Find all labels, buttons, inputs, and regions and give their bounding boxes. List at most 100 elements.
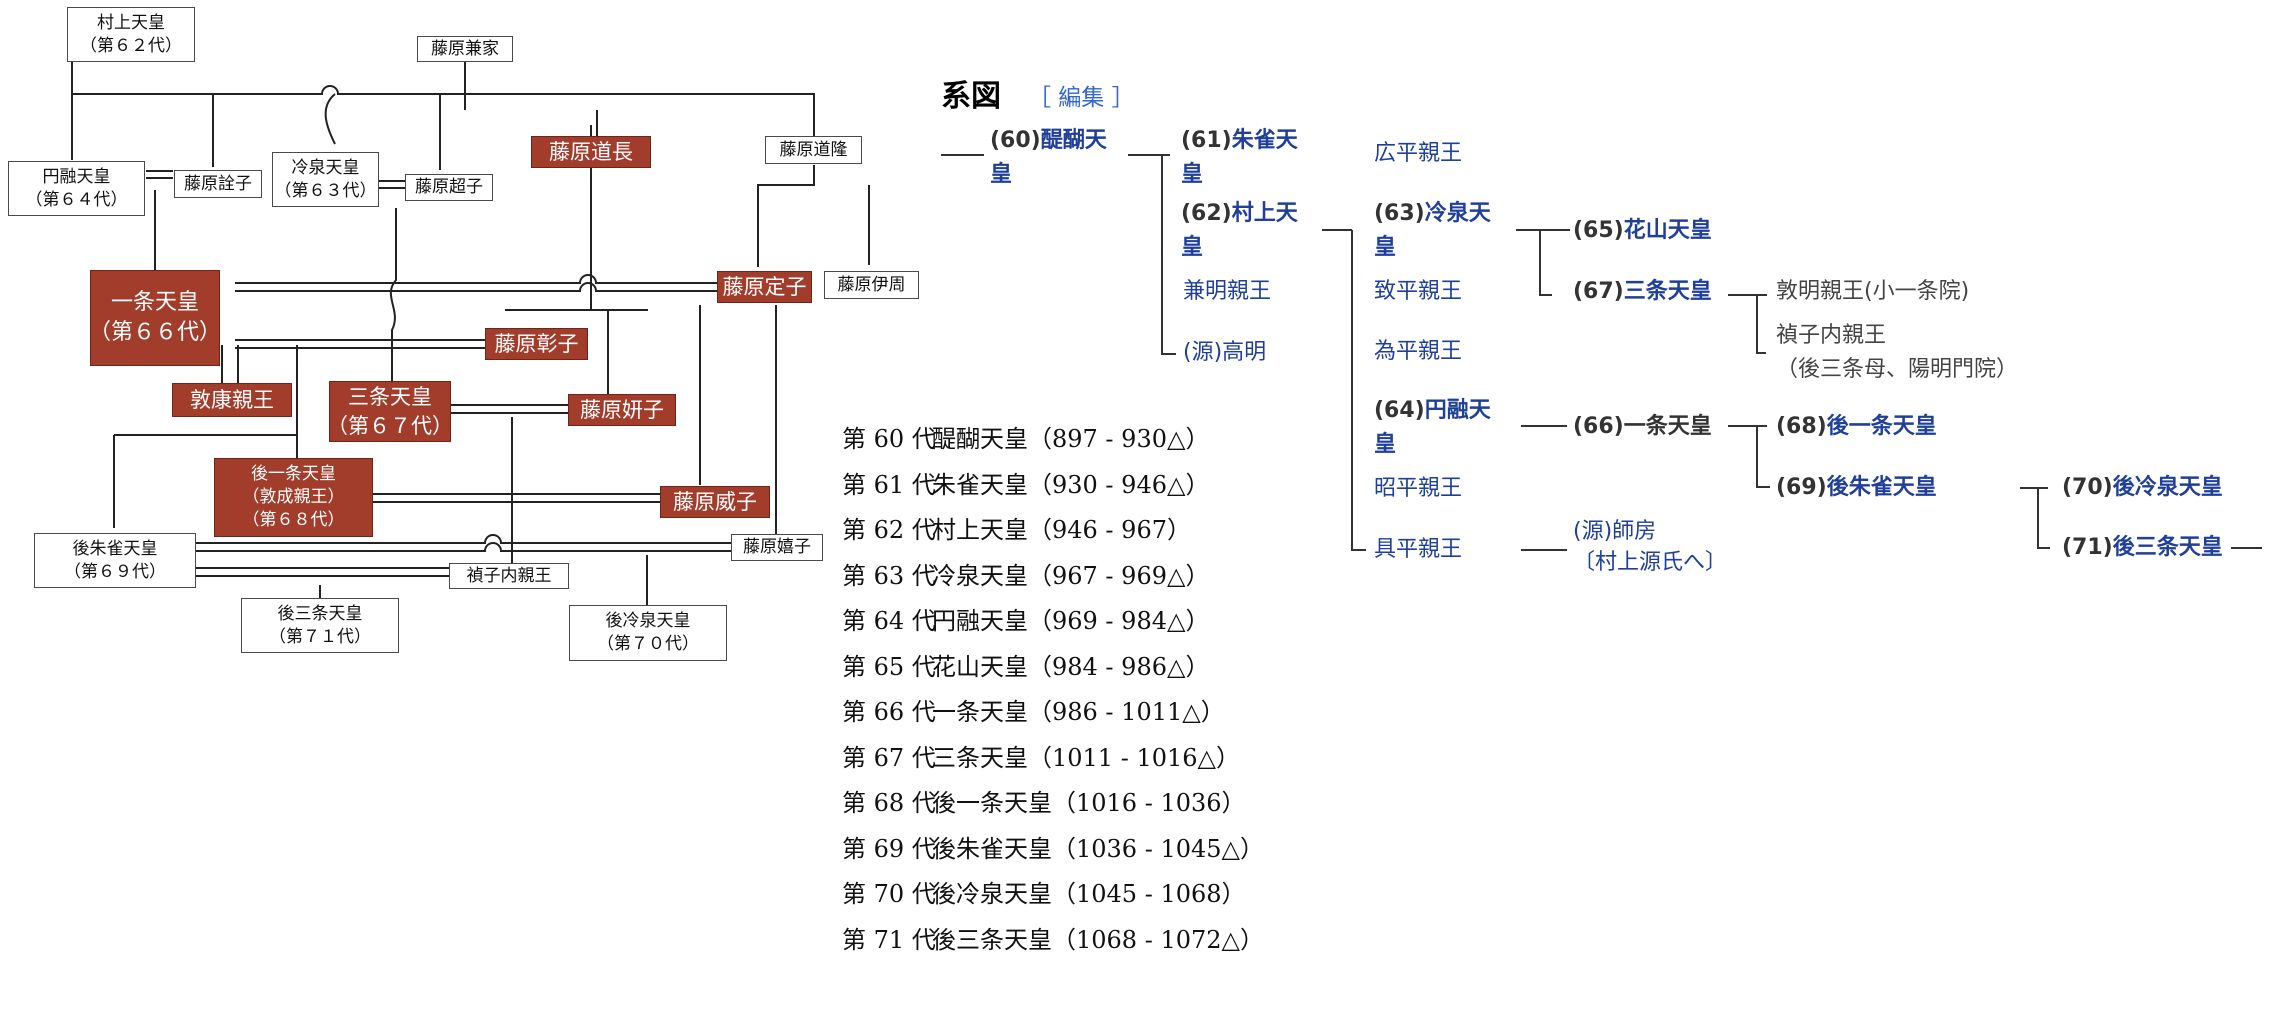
node-sub: （第６７代） [327, 413, 453, 438]
emperor-name: 朱雀天 [1231, 128, 1298, 153]
node-sub: （第６３代） [274, 180, 377, 201]
reign-years: （967 - 969△） [1028, 561, 1210, 590]
node-sub: （第７０代） [597, 634, 699, 654]
prince-name: 敦明親王(小一条院) [1776, 279, 1970, 304]
lineage-munehira[interactable]: 致平親王 [1374, 275, 1462, 309]
node-sub: （第６２代） [80, 35, 182, 56]
reign-generation: 第 69 代 [842, 834, 936, 863]
reign-row: 第 70 代後冷泉天皇（1045 - 1068） [842, 874, 1264, 920]
reign-emperor: 冷泉天皇 [932, 561, 1028, 590]
node-name: 藤原兼家 [431, 38, 499, 59]
reign-generation: 第 65 代 [842, 652, 936, 681]
node-name: 後冷泉天皇 [605, 611, 691, 632]
node-ichijo: 一条天皇 （第６６代） [89, 270, 221, 366]
node-goreizei: 後冷泉天皇 （第７０代） [569, 605, 727, 661]
lineage-takaakira[interactable]: (源)高明 [1183, 336, 1266, 370]
reign-generation: 第 67 代 [842, 743, 936, 772]
prince-name: 兼明親王 [1183, 279, 1272, 304]
family-tree-connectors [71, 62, 870, 620]
lineage-tomohira[interactable]: 具平親王 [1374, 533, 1462, 567]
lineage-murakami[interactable]: (62)村上天 皇 [1181, 197, 1298, 265]
emperor-name: 花山天皇 [1623, 218, 1712, 243]
lineage-hirohira[interactable]: 広平親王 [1374, 137, 1462, 171]
lineage-kazan[interactable]: (65)花山天皇 [1573, 214, 1712, 248]
emperor-name: 三条天皇 [1623, 279, 1712, 304]
reign-emperor: 後朱雀天皇 [932, 834, 1052, 863]
reign-years: （930 - 946△） [1028, 470, 1210, 499]
reign-row: 第 62 代村上天皇（946 - 967） [842, 510, 1264, 556]
node-name: 藤原嬉子 [743, 537, 811, 558]
reign-row: 第 63 代冷泉天皇（967 - 969△） [842, 556, 1264, 602]
reign-list: 第 60 代醍醐天皇（897 - 930△） 第 61 代朱雀天皇（930 - … [842, 419, 1264, 965]
lineage-goichijo[interactable]: (68)後一条天皇 [1776, 410, 1937, 444]
emperor-name-cont: 皇 [1181, 235, 1204, 260]
lineage-reizei[interactable]: (63)冷泉天 皇 [1374, 197, 1491, 265]
reign-number: (62) [1181, 201, 1232, 226]
emperor-name: 後朱雀天皇 [1826, 475, 1937, 500]
emperor-name: 醍醐天 [1040, 128, 1107, 153]
reign-generation: 第 71 代 [842, 925, 936, 954]
emperor-name-cont: 皇 [990, 162, 1013, 187]
lineage-akihira[interactable]: 昭平親王 [1374, 472, 1462, 506]
emperor-name: 円融天 [1424, 398, 1491, 423]
prince-name: (源)師房 [1573, 519, 1657, 544]
node-name: 禎子内親王 [466, 565, 552, 586]
node-michinaga: 藤原道長 [531, 136, 651, 168]
emperor-name: 村上天 [1231, 201, 1298, 226]
node-name: 藤原彰子 [494, 331, 579, 356]
lineage-daigo[interactable]: (60)醍醐天 皇 [990, 124, 1107, 192]
prince-name: 為平親王 [1374, 339, 1463, 364]
lineage-tamehira[interactable]: 為平親王 [1374, 335, 1462, 369]
node-gosanjo: 後三条天皇 （第７１代） [241, 598, 399, 653]
reign-row: 第 61 代朱雀天皇（930 - 946△） [842, 465, 1264, 511]
prince-name: 昭平親王 [1374, 476, 1463, 501]
prince-name: (源)高明 [1183, 340, 1267, 365]
node-name: 藤原伊周 [837, 274, 906, 295]
node-sub: （第６４代） [25, 189, 128, 210]
lineage-kaneakira[interactable]: 兼明親王 [1183, 275, 1271, 309]
reign-row: 第 65 代花山天皇（984 - 986△） [842, 647, 1264, 693]
node-name: 藤原詮子 [184, 173, 252, 194]
lineage-goreizei[interactable]: (70)後冷泉天皇 [2062, 471, 2223, 505]
node-ishi: 藤原威子 [660, 486, 770, 518]
emperor-name: 一条天皇 [1623, 414, 1712, 439]
princess-note: （後三条母、陽明門院） [1776, 357, 2019, 382]
lineage-suzaku[interactable]: (61)朱雀天 皇 [1181, 124, 1298, 192]
reign-row: 第 69 代後朱雀天皇（1036 - 1045△） [842, 829, 1264, 875]
reign-number: (70) [2062, 475, 2113, 500]
reign-generation: 第 64 代 [842, 607, 936, 635]
princess-name: 禎子内親王 [1776, 323, 1887, 348]
node-atsuyasu: 敦康親王 [172, 383, 292, 417]
node-enyu: 円融天皇 （第６４代） [8, 161, 145, 216]
reign-emperor: 円融天皇 [932, 607, 1028, 635]
lineage-gosuzaku[interactable]: (69)後朱雀天皇 [1776, 471, 1937, 505]
prince-name: 致平親王 [1374, 279, 1463, 304]
node-name: 後一条天皇 [251, 464, 336, 485]
lineage-morofusa[interactable]: (源)師房 〔村上源氏へ〕 [1573, 516, 1727, 578]
reign-generation: 第 62 代 [842, 516, 936, 544]
reign-number: (60) [990, 128, 1041, 153]
reign-number: (68) [1776, 414, 1827, 439]
node-kenshi: 藤原妍子 [568, 394, 676, 426]
node-goichijo: 後一条天皇 （敦成親王） （第６８代） [214, 458, 373, 537]
lineage-gosanjo[interactable]: (71)後三条天皇 [2062, 531, 2223, 565]
node-name: 藤原定子 [722, 274, 807, 299]
node-korechika: 藤原伊周 [824, 271, 919, 299]
edit-link[interactable]: ［ 編集 ］ [1028, 85, 1135, 111]
reign-years: （984 - 986△） [1028, 652, 1210, 681]
node-name: 円融天皇 [42, 166, 111, 187]
node-name: 一条天皇 [110, 290, 199, 316]
prince-name: 広平親王 [1374, 141, 1463, 166]
lineage-sanjo[interactable]: (67)三条天皇 [1573, 275, 1712, 309]
lineage-enyu[interactable]: (64)円融天 皇 [1374, 394, 1491, 462]
lineage-atsuakira[interactable]: 敦明親王(小一条院) [1776, 275, 1969, 309]
node-shoshi: 藤原彰子 [485, 328, 588, 360]
reign-generation: 第 68 代 [842, 789, 936, 817]
reign-generation: 第 60 代 [842, 425, 936, 453]
node-name: 三条天皇 [348, 385, 432, 410]
reign-row: 第 67 代三条天皇（1011 - 1016△） [842, 738, 1264, 784]
lineage-teishi[interactable]: 禎子内親王 （後三条母、陽明門院） [1776, 319, 2018, 387]
emperor-name-cont: 皇 [1374, 432, 1397, 457]
reign-number: (71) [2062, 535, 2113, 560]
emperor-name: 後一条天皇 [1826, 414, 1937, 439]
